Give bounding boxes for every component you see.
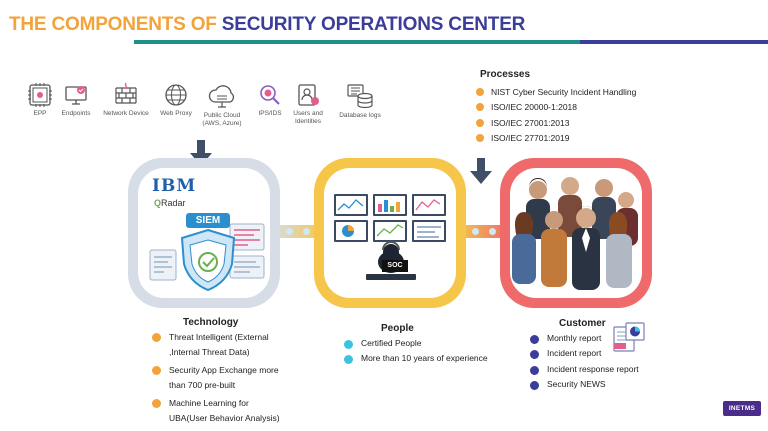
source-endpoints: Endpoints [46,82,106,118]
bullet-icon [344,355,353,364]
cloud-icon [208,85,235,108]
qradar-logo: QRadar [154,198,186,208]
technology-item: Security App Exchange more than 700 pre-… [169,365,279,390]
list-item: Machine Learning for UBA(User Behavior A… [152,396,312,426]
customer-list: Monthly report Incident report Incident … [530,330,639,392]
source-public-cloud: Public Cloud (AWS, Azure) [192,82,252,128]
list-item: More than 10 years of experience [344,351,488,365]
process-item: ISO/IEC 27701:2019 [491,133,570,144]
source-label: Users and Identities [293,110,323,125]
customer-item: Incident report [547,348,602,358]
title-part-1: THE COMPONENTS OF [9,14,222,35]
siem-shield-illustration [149,223,265,292]
process-item: NIST Cyber Security Incident Handling [491,86,637,97]
epp-icon [28,83,52,107]
process-item: ISO/IEC 27001:2013 [491,117,570,128]
people-list: Certified People More than 10 years of e… [344,336,488,366]
list-item: ISO/IEC 20000-1:2018 [476,100,636,116]
source-epp: EPP [10,82,70,118]
globe-icon [165,84,187,106]
list-item: Incident report [530,346,639,361]
chain-link [272,225,324,238]
list-item: Security App Exchange more than 700 pre-… [152,363,312,393]
chain-hole [472,228,479,235]
bullet-icon [152,333,161,342]
list-item: Incident response report [530,361,639,376]
bullet-icon [152,366,161,375]
siem-badge: SIEM [186,213,230,228]
bullet-icon [152,399,161,408]
chain-link [458,225,510,238]
technology-panel: IBM QRadar SIEM [128,158,280,308]
endpoints-icon [65,86,87,105]
qradar-text: Radar [161,198,186,208]
bullet-icon [530,350,539,359]
processes-title: Processes [480,69,531,80]
technology-item: Machine Learning for UBA(User Behavior A… [169,398,280,423]
source-web-proxy: Web Proxy [146,82,206,118]
technology-title: Technology [183,317,239,328]
source-label: Network Device [103,110,149,117]
people-item: Certified People [361,338,422,348]
source-label: EPP [33,110,47,117]
ibm-logo: IBM [152,176,197,196]
customer-title: Customer [559,318,606,329]
bullet-icon [530,334,539,344]
user-id-icon [298,84,319,106]
bullet-icon [476,134,484,143]
bullet-icon [476,87,484,96]
customer-panel [500,158,652,308]
business-team-illustration [512,175,638,290]
customer-item: Incident response report [547,363,639,374]
chain-hole [303,228,310,235]
technology-panel-inner: IBM QRadar SIEM [138,168,270,298]
processes-list: NIST Cyber Security Incident Handling IS… [476,84,636,146]
bullet-icon [530,365,539,375]
technology-item: Threat Intelligent (External ,Internal T… [169,332,269,357]
soc-label: SOC [382,260,408,272]
list-item: ISO/IEC 27001:2013 [476,115,636,131]
list-item: NIST Cyber Security Incident Handling [476,84,636,100]
people-panel: SOC [314,158,466,308]
people-panel-inner: SOC [324,168,456,298]
source-database-logs: Database logs [330,82,390,120]
bullet-icon [476,103,484,112]
source-label: Endpoints [61,110,91,117]
customer-item: Security NEWS [547,379,606,389]
bullet-icon [344,340,353,349]
process-item: ISO/IEC 20000-1:2018 [491,102,578,113]
technology-list: Threat Intelligent (External ,Internal T… [152,330,312,429]
source-network-device: Network Device [96,82,156,118]
firewall-icon [115,82,137,104]
chain-hole [286,228,293,235]
list-item: Threat Intelligent (External ,Internal T… [152,330,312,360]
brand-logo: INETMS [723,401,761,416]
bullet-icon [530,381,539,390]
ips-search-icon [260,85,280,105]
source-label: Public Cloud (AWS, Azure) [202,112,242,127]
bullet-icon [476,118,484,127]
source-label: Database logs [339,112,381,119]
report-icon [613,322,645,352]
customer-item: Monthly report [547,332,602,343]
page-title: THE COMPONENTS OF SECURITY OPERATIONS CE… [9,14,525,36]
list-item: Monthly report [530,330,639,345]
people-item: More than 10 years of experience [361,353,488,363]
arrow-down-icon [470,158,492,184]
list-item: Security NEWS [530,377,639,392]
people-title: People [381,323,414,334]
source-users-identities: Users and Identities [278,82,338,126]
source-ips-ids: IPS/IDS [240,82,300,118]
title-underline-teal [134,40,580,44]
source-label: Web Proxy [160,110,192,117]
list-item: Certified People [344,336,488,350]
customer-panel-inner [510,168,642,298]
database-icon [347,84,373,109]
title-underline-navy [580,40,768,44]
title-part-2: SECURITY OPERATIONS CENTER [221,14,526,35]
chain-hole [489,228,496,235]
source-label: IPS/IDS [258,110,282,117]
list-item: ISO/IEC 27701:2019 [476,131,636,147]
